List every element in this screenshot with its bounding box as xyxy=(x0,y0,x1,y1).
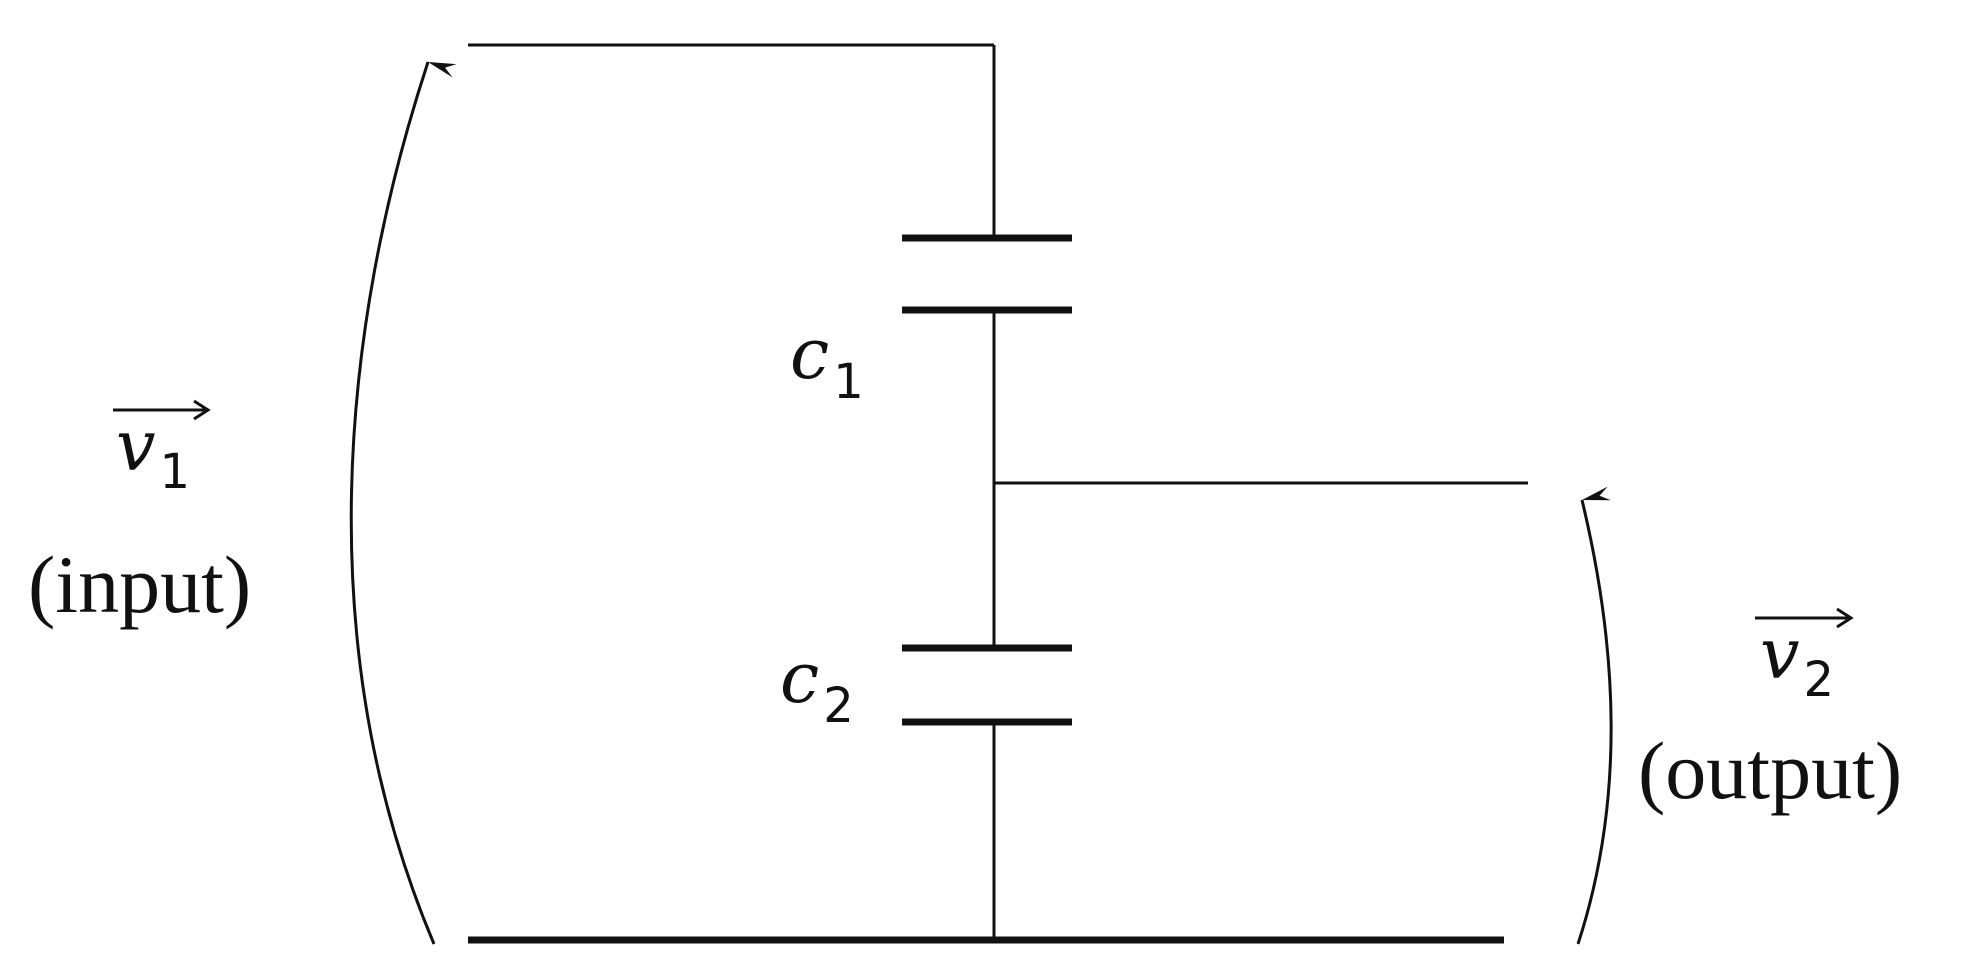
input-voltage-description: (input) xyxy=(28,539,251,630)
capacitor-c1 xyxy=(902,234,1072,314)
capacitor-c1-subscript: 1 xyxy=(833,354,864,410)
capacitor-c1-symbol: c xyxy=(790,313,829,395)
input-voltage-arrow xyxy=(349,61,457,945)
output-voltage-label: v2 (output) xyxy=(1638,607,1902,816)
capacitor-c2-label: c2 xyxy=(780,637,854,734)
input-voltage-symbol-text: v1 xyxy=(116,405,190,500)
output-vector-arrow-icon xyxy=(1836,607,1854,629)
output-voltage-symbol: v xyxy=(1760,613,1800,695)
output-voltage-arrow xyxy=(1576,486,1613,945)
input-voltage-symbol: v xyxy=(116,405,156,487)
capacitor-c2-subscript: 2 xyxy=(823,678,854,734)
input-voltage-subscript: 1 xyxy=(160,444,191,500)
capacitor-c2-symbol: c xyxy=(780,637,819,719)
input-voltage-label: v1 (input) xyxy=(28,399,251,630)
output-voltage-symbol-text: v2 xyxy=(1760,613,1834,708)
capacitor-c2 xyxy=(902,644,1072,726)
input-vector-arrow-icon xyxy=(193,399,211,421)
output-voltage-description: (output) xyxy=(1638,725,1902,816)
capacitor-c1-label: c1 xyxy=(790,313,864,410)
output-voltage-subscript: 2 xyxy=(1804,652,1835,708)
